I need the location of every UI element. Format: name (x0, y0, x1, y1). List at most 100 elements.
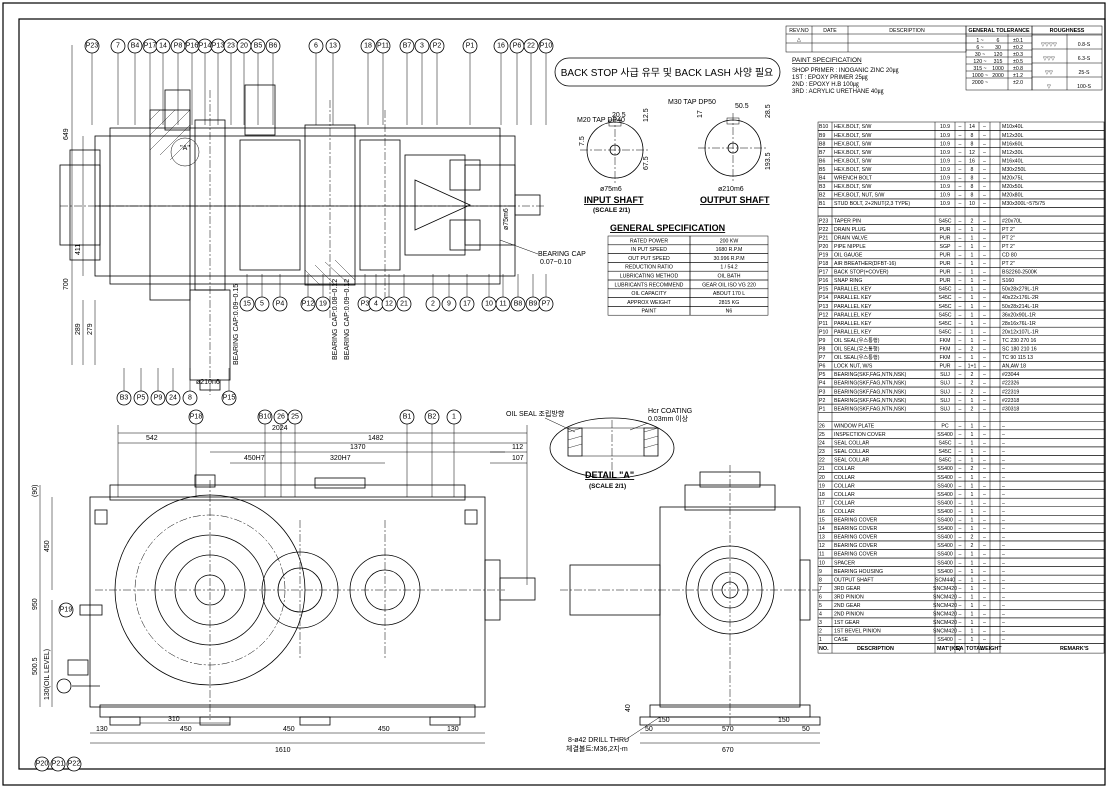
bearing-cap-note-2: BEARING CAP:0.08~0.12 (332, 279, 339, 360)
output-tap-label: M30 TAP DP50 (668, 99, 716, 106)
parts-cell: – (959, 193, 962, 199)
parts-cell: 10.9 (940, 167, 950, 173)
parts-cell: SNCM420 (933, 620, 957, 626)
parts-cell: P1 (819, 406, 825, 412)
inner-border (18, 18, 1106, 770)
balloon-label: 17 (463, 301, 471, 308)
parts-cell: – (983, 312, 986, 318)
paint-spec-line-3: 2ND : EPOXY H.B 100㎍ (792, 82, 859, 89)
input-dim-12-5: 12.5 (643, 108, 650, 122)
balloon-label: 18 (364, 43, 372, 50)
balloon-label: B4 (131, 43, 140, 50)
parts-cell: 1 (971, 612, 974, 618)
side-dim-150a: 150 (658, 717, 670, 724)
parts-cell: 1 (971, 278, 974, 284)
detail-a-scale: (SCALE 2/1) (589, 483, 626, 490)
balloon-label: P12 (302, 301, 315, 308)
parts-cell: – (983, 612, 986, 618)
parts-cell: 2 (971, 381, 974, 387)
balloon-22: 22 (523, 38, 539, 54)
tol-value: ±0.2 (1013, 45, 1023, 51)
parts-cell: 5 (819, 603, 822, 609)
parts-cell: – (959, 492, 962, 498)
parts-cell: #30318 (1002, 406, 1019, 412)
parts-cell: 16 (819, 509, 825, 515)
parts-cell: 1 (971, 629, 974, 635)
output-shaft-title: OUTPUT SHAFT (700, 195, 770, 205)
parts-cell: WRENCH BOLT (834, 176, 873, 182)
parts-cell: – (983, 193, 986, 199)
parts-cell: PUR (940, 364, 951, 370)
front-elevation-view: 2024 1482 542 1370 450H7 320H7 112 107 (… (32, 409, 536, 772)
parts-cell: – (983, 466, 986, 472)
bearing-cap-note-3: BEARING CAP:0.09~0.12 (344, 279, 351, 360)
parts-cell: BEARING COVER (834, 543, 877, 549)
paint-spec-line-2: 1ST : EPOXY PRIMER 25㎍ (792, 75, 868, 82)
parts-cell: BEARING(SKF,FAG,NTN,NSK) (834, 406, 907, 412)
parts-cell: HEX.BOLT, S/W (834, 184, 871, 190)
parts-cell: PARALLEL KEY (834, 287, 872, 293)
balloon-label: 23 (227, 43, 235, 50)
parts-cell: – (983, 406, 986, 412)
parts-cell: PT 2" (1002, 235, 1015, 241)
parts-cell: 8 (971, 167, 974, 173)
parts-cell: PIPE NIPPLE (834, 244, 866, 250)
balloon-4: 4 (368, 296, 384, 312)
parts-cell: SNCM420 (933, 586, 957, 592)
parts-cell: 19 (819, 483, 825, 489)
parts-cell: 3RD PINION (834, 594, 864, 600)
parts-cell: 1 (971, 577, 974, 583)
parts-cell: – (959, 312, 962, 318)
parts-cell: 1 (971, 252, 974, 258)
balloon-20: 20 (236, 38, 252, 54)
parts-cell: 1 (971, 560, 974, 566)
parts-cell: WINDOW PLATE (834, 423, 875, 429)
balloon-label: P10 (540, 43, 553, 50)
parts-cell: – (959, 364, 962, 370)
front-dim-500-5: 500.5 (32, 657, 39, 675)
parts-cell: PUR (940, 227, 951, 233)
dim-649: 649 (63, 128, 70, 140)
parts-cell: – (1002, 475, 1005, 481)
spec-label: LUBRICATING METHOD (620, 274, 679, 280)
parts-cell: STUD BOLT, 2+2NUT(2,3 TYPE) (834, 201, 910, 207)
parts-cell: P9 (819, 338, 825, 344)
drill-note-2: 체결볼트:M36,2지-m (566, 744, 628, 753)
parts-cell: – (983, 500, 986, 506)
parts-cell: #22318 (1002, 398, 1019, 404)
paint-specification: PAINT SPECIFICATION SHOP PRIMER : INOGAN… (792, 57, 899, 96)
balloon-p19: P19 (58, 602, 74, 618)
parts-cell: 28x16x76L-1R (1002, 321, 1036, 327)
parts-cell: DRAIN VALVE (834, 235, 868, 241)
balloon-label: 13 (329, 43, 337, 50)
balloon-9: 9 (441, 296, 457, 312)
parts-cell: PARALLEL KEY (834, 321, 872, 327)
parts-cell: SUJ (940, 381, 950, 387)
parts-cell: – (959, 295, 962, 301)
spec-value: 30.996 R.P.M (713, 256, 744, 262)
parts-cell: P13 (819, 304, 828, 310)
parts-cell: M10x40L (1002, 124, 1023, 130)
parts-cell: 18 (819, 492, 825, 498)
parts-cell: 22 (819, 458, 825, 464)
parts-cell: TC 230 270 16 (1002, 338, 1036, 344)
parts-cell: – (1002, 594, 1005, 600)
drill-note: 8-ø42 DRILL THRU (568, 737, 629, 744)
balloon-label: 1 (452, 414, 456, 421)
balloon-label: B9 (529, 301, 538, 308)
input-dim-20-5: 20.5 (612, 112, 626, 119)
balloon-b2: B2 (424, 409, 440, 425)
parts-row (817, 207, 1105, 217)
tol-to: 1000 (992, 66, 1004, 72)
parts-cell: SUJ (940, 398, 950, 404)
parts-cell: 8 (971, 141, 974, 147)
balloon-label: 26 (277, 414, 285, 421)
balloon-label: P19 (60, 607, 73, 614)
